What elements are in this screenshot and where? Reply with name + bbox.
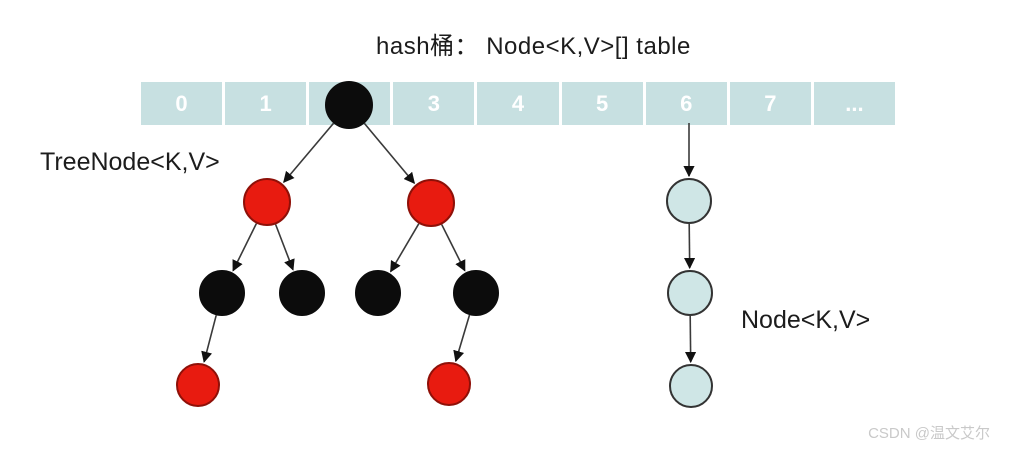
edge-tree-l-to-tree-lr bbox=[274, 224, 295, 271]
diagram-title: hash桶： Node<K,V>[] table bbox=[376, 33, 691, 60]
bucket-cell-2 bbox=[309, 82, 391, 125]
bucket-cell-1: 1 bbox=[225, 82, 307, 125]
black-node-tree-rl bbox=[355, 270, 401, 316]
edge-tree-l-to-tree-ll bbox=[232, 223, 258, 272]
node-layer bbox=[176, 81, 713, 408]
bucket-cell-7: 7 bbox=[729, 82, 811, 125]
red-node-tree-r bbox=[407, 179, 455, 227]
listnode-label: Node<K,V> bbox=[741, 306, 871, 334]
bucket-cell-3: 3 bbox=[393, 82, 475, 125]
edge-list-2-to-list-3 bbox=[684, 315, 697, 364]
bucket-cell-6: 6 bbox=[645, 82, 727, 125]
edge-tree-root-to-tree-l bbox=[283, 122, 335, 183]
list-node-list-3 bbox=[669, 364, 713, 408]
edge-layer bbox=[201, 122, 697, 364]
edge-tree-rr-to-tree-rrl bbox=[453, 314, 471, 363]
edge-tree-r-to-tree-rl bbox=[390, 223, 420, 273]
list-node-list-2 bbox=[667, 270, 713, 316]
edge-tree-root-to-tree-r bbox=[363, 122, 416, 184]
red-node-tree-rrl bbox=[427, 362, 471, 406]
bucket-cell-0: 0 bbox=[141, 82, 223, 125]
black-node-tree-ll bbox=[199, 270, 245, 316]
watermark: CSDN @温文艾尔 bbox=[868, 425, 990, 442]
red-node-tree-lll bbox=[176, 363, 220, 407]
bucket-cell-8: ... bbox=[813, 82, 895, 125]
black-node-tree-rr bbox=[453, 270, 499, 316]
edge-list-1-to-list-2 bbox=[683, 223, 696, 270]
bucket-cell-4: 4 bbox=[477, 82, 559, 125]
red-node-tree-l bbox=[243, 178, 291, 226]
list-node-list-1 bbox=[666, 178, 712, 224]
edge-tree-r-to-tree-rr bbox=[440, 224, 466, 272]
black-node-tree-lr bbox=[279, 270, 325, 316]
bucket-cell-5: 5 bbox=[561, 82, 643, 125]
treenode-label: TreeNode<K,V> bbox=[40, 148, 220, 176]
edge-tree-ll-to-tree-lll bbox=[201, 315, 217, 363]
